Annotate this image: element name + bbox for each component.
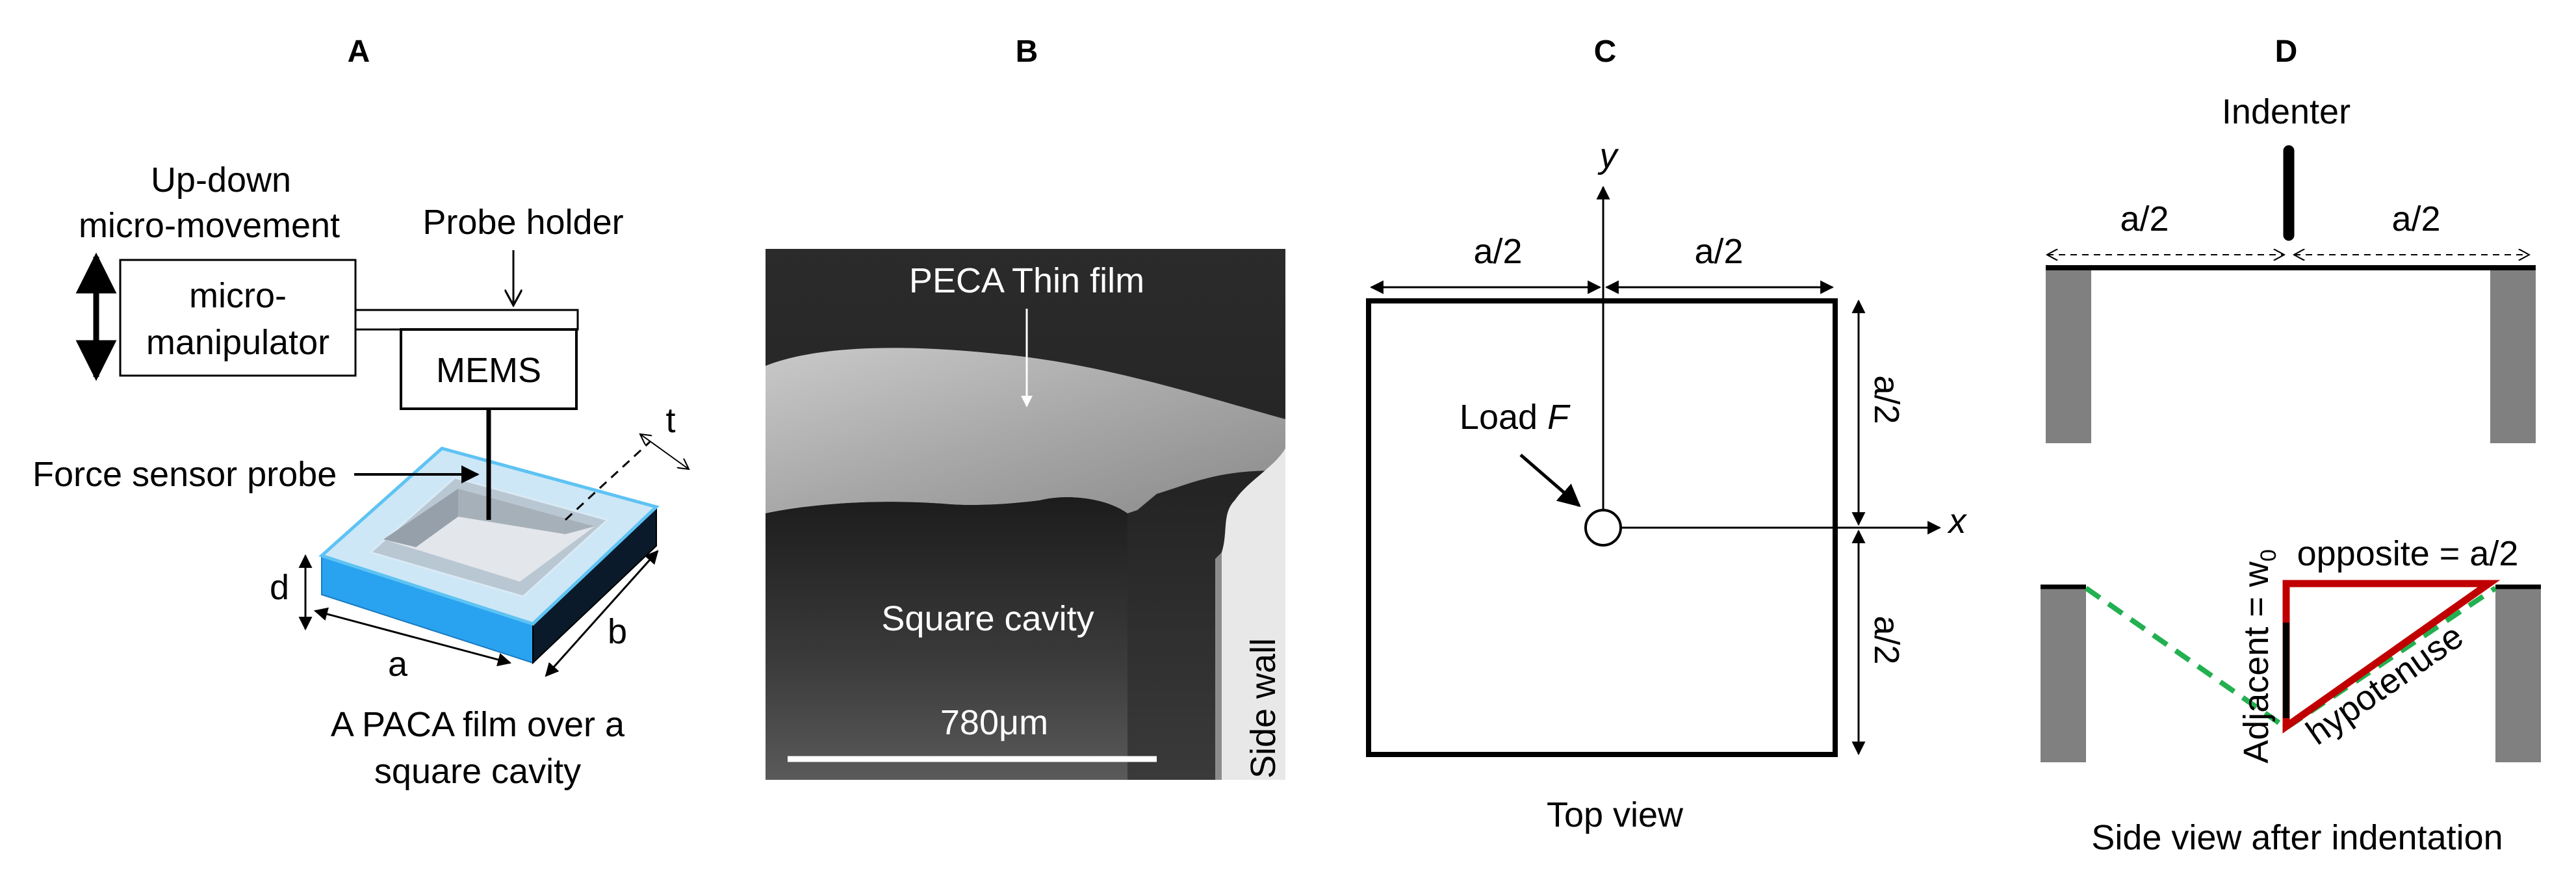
- depth-label: d: [270, 568, 289, 607]
- width-b-arrow: [545, 550, 659, 677]
- thickness-label: t: [665, 401, 675, 440]
- panel-b: B PECA Thin film Square cavity Side wall…: [766, 34, 1285, 780]
- adjacent-label: Adjacent = w0: [2237, 549, 2281, 764]
- thickness-arrow: [640, 434, 689, 469]
- top-left-wall: [2046, 268, 2091, 443]
- panel-a-caption-line1: A PACA film over a: [331, 705, 625, 744]
- mems-label: MEMS: [436, 351, 541, 390]
- up-down-label-line1: Up-down: [151, 161, 291, 200]
- sem-film-label: PECA Thin film: [909, 261, 1144, 300]
- top-left-half-label: a/2: [1473, 232, 1522, 271]
- panel-d-letter: D: [2275, 34, 2298, 69]
- right-top-half-label: a/2: [1867, 375, 1906, 424]
- load-label: Load F: [1460, 398, 1571, 437]
- up-down-label-line2: micro-movement: [79, 206, 340, 245]
- bottom-left-wall: [2041, 587, 2086, 762]
- micromanipulator-line1: micro-: [189, 276, 287, 315]
- force-sensor-label: Force sensor probe: [32, 455, 337, 494]
- panel-c-caption: Top view: [1547, 795, 1684, 834]
- panel-a-letter: A: [348, 34, 370, 69]
- panel-c: C y x a/2 a/2 a/2 a/2 Load F Top view: [1366, 34, 1968, 834]
- sem-thin-film: [766, 348, 1285, 513]
- panel-a-caption-line2: square cavity: [374, 752, 581, 791]
- top-right-half-label: a/2: [1694, 232, 1743, 271]
- thickness-dashed-line: [564, 441, 651, 521]
- sem-side-wall: [1222, 448, 1285, 780]
- sem-scale-label: 780μm: [940, 703, 1048, 742]
- panel-c-letter: C: [1594, 34, 1617, 69]
- x-axis-label: x: [1947, 502, 1968, 541]
- probe-holder-rail: [354, 309, 579, 331]
- top-right-wall: [2490, 268, 2536, 443]
- sem-wall-shadow: [1215, 552, 1222, 780]
- load-point: [1584, 509, 1622, 547]
- panel-a: A Up-down micro-movement Probe holder mi…: [32, 34, 689, 791]
- y-axis-label: y: [1597, 136, 1619, 175]
- panel-d-caption: Side view after indentation: [2091, 818, 2503, 857]
- deflected-film: [2084, 586, 2497, 731]
- mems-box: [400, 328, 578, 410]
- micromanipulator-box: [119, 259, 357, 377]
- micromanipulator-line2: manipulator: [146, 323, 329, 362]
- width-a-arrow: [313, 607, 512, 667]
- panel-d: D Indenter a/2 a/2 opposite = a/2 Adjace…: [2041, 34, 2541, 857]
- top-right-half-label-d: a/2: [2391, 200, 2440, 238]
- top-left-half-label-d: a/2: [2120, 200, 2169, 238]
- sem-cavity-label: Square cavity: [881, 599, 1094, 638]
- indenter-label: Indenter: [2222, 92, 2351, 131]
- probe-holder-label: Probe holder: [422, 203, 623, 242]
- panel-b-letter: B: [1016, 34, 1038, 69]
- right-bottom-half-label: a/2: [1867, 615, 1906, 664]
- sem-cavity: [766, 497, 1127, 780]
- opposite-label: opposite = a/2: [2297, 534, 2519, 573]
- width-a-label: a: [388, 645, 408, 684]
- hypotenuse-label: hypotenuse: [2299, 617, 2470, 753]
- load-pointer: [1519, 454, 1581, 508]
- bottom-right-wall: [2495, 587, 2541, 762]
- width-b-label: b: [608, 612, 627, 651]
- sem-side-wall-label: Side wall: [1244, 638, 1283, 779]
